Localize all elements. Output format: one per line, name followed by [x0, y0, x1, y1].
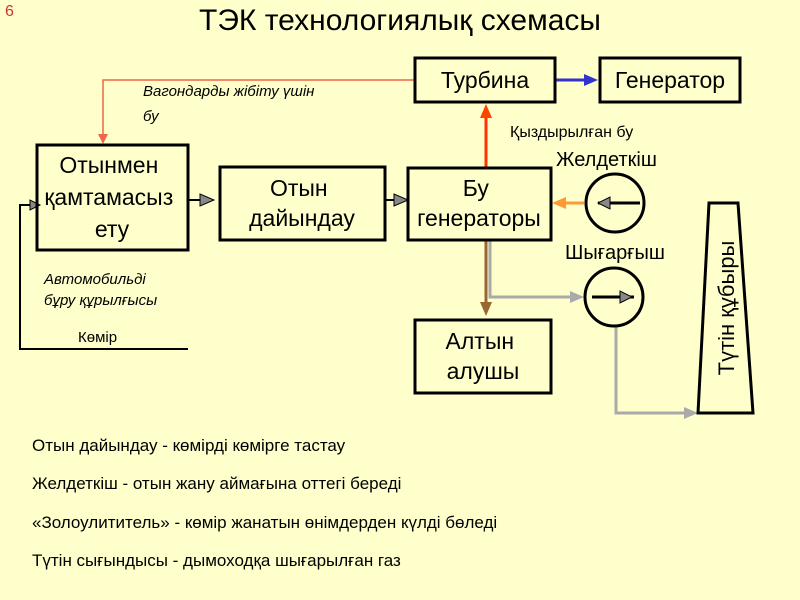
ash-removal-line-1: Алтын	[446, 328, 515, 354]
exhaust-to-chimney-line	[614, 327, 688, 415]
note-fuel-prep: Отын дайындау - көмірді көмірге тастау	[32, 436, 346, 455]
generator-block	[598, 56, 742, 104]
exhaust-to-chimney-arrowhead	[684, 407, 698, 419]
fuel-supply-label: Отынмен қамтамасыз ету	[44, 152, 179, 242]
wagon-steam-line	[102, 79, 415, 140]
fuel-supply-line-1: Отынмен	[59, 152, 158, 178]
truck-unloader-label: Автомобильді бұру құрылғысы	[43, 271, 157, 309]
exhaust-label: Шығарғыш	[565, 242, 665, 264]
fan-to-generator-arrowhead	[552, 197, 566, 209]
fuel-prep-block	[218, 165, 387, 242]
steam-generator-line-2: генераторы	[417, 205, 541, 231]
turbine-label: Турбина	[441, 67, 530, 93]
coal-label: Көмір	[78, 329, 117, 346]
fuel-prep-line-2: дайындау	[249, 205, 355, 231]
wagon-steam-line-2: бу	[143, 108, 160, 125]
heated-steam-label: Қыздырылған бу	[510, 124, 633, 141]
coal-feed-arrowhead	[29, 199, 42, 211]
chimney-block	[696, 201, 755, 415]
steam-to-turbine-arrowhead	[480, 104, 492, 118]
wagon-steam-arrowhead	[98, 134, 108, 144]
prep-to-generator-arrowhead	[393, 193, 410, 207]
chimney-label: Түтін құбыры	[714, 241, 739, 376]
fan-arrow-icon	[596, 196, 611, 210]
fuel-supply-line-3: ету	[95, 216, 130, 242]
steam-generator-label: Бу генераторы	[417, 175, 541, 231]
note-flue-gas: Түтін сығындысы - дымоходқа шығарылған г…	[32, 551, 401, 570]
ash-removal-line-2: алушы	[447, 358, 520, 384]
generator-to-exhaust-arrowhead	[570, 291, 584, 303]
note-fan: Желдеткіш - отын жану аймағына оттегі бе…	[32, 474, 402, 493]
exhaust-circle	[583, 266, 645, 328]
steam-generator-line-1: Бу	[463, 175, 490, 201]
generator-label: Генератор	[615, 67, 725, 93]
fuel-supply-block	[35, 143, 190, 252]
fuel-supply-line-2: қамтамасыз	[44, 184, 173, 210]
slide-number: 6	[5, 3, 14, 20]
turbine-to-generator-arrowhead	[584, 74, 598, 86]
supply-to-prep-arrowhead	[199, 193, 216, 207]
generator-to-ash-arrowhead	[480, 302, 492, 316]
ash-removal-label: Алтын алушы	[446, 328, 521, 384]
generator-to-exhaust-line	[488, 240, 574, 299]
wagon-steam-line-1: Вагондарды жібіту үшін	[143, 83, 314, 100]
note-ash-collector: «Золоулититель» - көмір жанатын өнімдерд…	[32, 513, 498, 532]
truck-unloader-line-2: бұру құрылғысы	[44, 292, 157, 309]
wagon-steam-label: Вагондарды жібіту үшін бу	[143, 83, 319, 125]
fuel-prep-label: Отын дайындау	[249, 175, 355, 231]
steam-generator-block	[406, 166, 553, 242]
slide-title: ТЭК технологиялық схемасы	[199, 4, 601, 37]
coal-feed-line	[19, 204, 188, 350]
turbine-block	[413, 56, 557, 104]
fuel-prep-line-1: Отын	[270, 175, 328, 201]
exhaust-arrow-icon	[619, 290, 634, 304]
ash-removal-block	[413, 318, 553, 395]
truck-unloader-line-1: Автомобильді	[43, 271, 146, 288]
fan-label: Желдеткіш	[556, 149, 657, 171]
fan-circle	[584, 172, 646, 234]
